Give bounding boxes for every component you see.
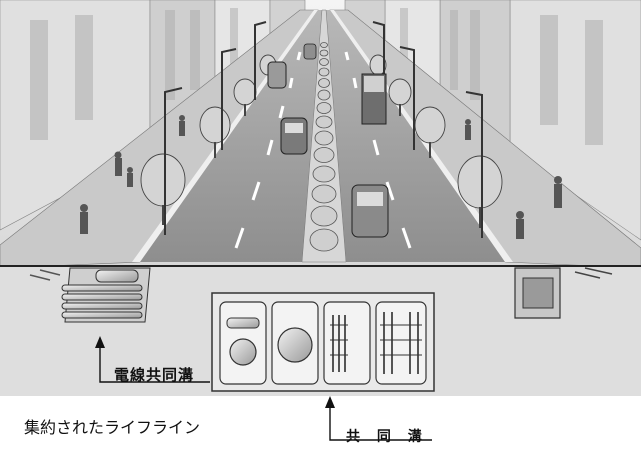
median-shrubs — [309, 42, 339, 252]
leader-lines — [99, 345, 432, 441]
right-buildings — [344, 0, 641, 241]
electric-duct-label: 電線共同溝 — [114, 366, 195, 384]
car-icon — [267, 43, 389, 238]
utility-tunnel — [211, 292, 435, 392]
utility-tunnel-label: 共 同 溝 — [346, 429, 428, 445]
lifeline-caption: 集約されたライフライン — [24, 418, 201, 437]
left-sidewalk — [0, 9, 319, 269]
right-sidewalk — [329, 9, 641, 269]
pedestrian-icon — [80, 115, 562, 239]
truck-icon — [361, 73, 387, 125]
arrow-icon — [95, 336, 335, 408]
right-duct — [514, 267, 613, 319]
cable-rack-icon — [323, 301, 371, 385]
pipe-icon — [29, 267, 151, 323]
tree-icon — [140, 54, 503, 228]
